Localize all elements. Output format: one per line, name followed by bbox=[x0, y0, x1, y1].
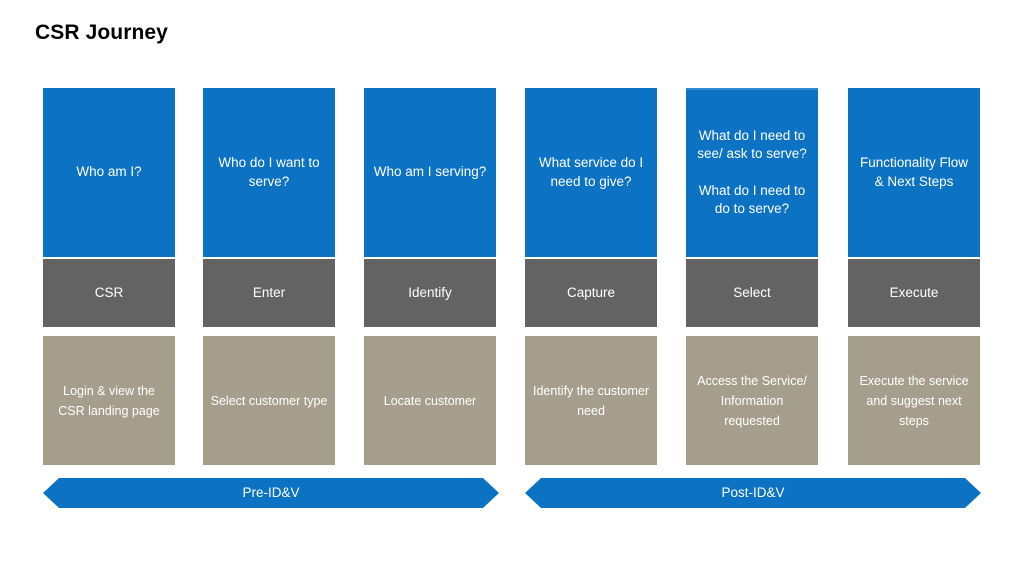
stage-cell: Execute bbox=[848, 259, 980, 327]
description-cell: Identify the customer need bbox=[525, 336, 657, 465]
question-cell: Who am I serving? bbox=[364, 88, 496, 257]
description-cell: Access the Service/ Information requeste… bbox=[686, 336, 818, 465]
question-stack: Who do I want to serve? bbox=[209, 154, 329, 191]
description-cell: Select customer type bbox=[203, 336, 335, 465]
stage-cell: CSR bbox=[43, 259, 175, 327]
journey-column-enter: Who do I want to serve? Enter Select cus… bbox=[203, 88, 335, 465]
question-stack: What do I need to see/ ask to serve? Wha… bbox=[692, 127, 812, 219]
description-cell: Execute the service and suggest next ste… bbox=[848, 336, 980, 465]
journey-column-csr: Who am I? CSR Login & view the CSR landi… bbox=[43, 88, 175, 465]
question-paragraph: What service do I need to give? bbox=[538, 155, 644, 189]
question-cell: Who am I? bbox=[43, 88, 175, 257]
question-paragraph: Functionality Flow & Next Steps bbox=[859, 155, 969, 189]
phase-arrow-post-idv: Post-ID&V bbox=[525, 478, 981, 508]
journey-column-select: What do I need to see/ ask to serve? Wha… bbox=[686, 88, 818, 465]
question-cell: What service do I need to give? bbox=[525, 88, 657, 257]
stage-cell: Enter bbox=[203, 259, 335, 327]
description-cell: Locate customer bbox=[364, 336, 496, 465]
phase-arrow-pre-idv: Pre-ID&V bbox=[43, 478, 499, 508]
question-paragraph: Who do I want to serve? bbox=[218, 155, 320, 189]
stage-cell: Identify bbox=[364, 259, 496, 327]
stage-cell: Capture bbox=[525, 259, 657, 327]
question-paragraph: Who am I? bbox=[76, 164, 142, 180]
question-cell: Functionality Flow & Next Steps bbox=[848, 88, 980, 257]
stage-cell: Select bbox=[686, 259, 818, 327]
question-stack: Who am I serving? bbox=[370, 163, 490, 182]
question-stack: Functionality Flow & Next Steps bbox=[854, 154, 974, 191]
description-cell: Login & view the CSR landing page bbox=[43, 336, 175, 465]
journey-column-identify: Who am I serving? Identify Locate custom… bbox=[364, 88, 496, 465]
journey-column-capture: What service do I need to give? Capture … bbox=[525, 88, 657, 465]
question-paragraph: What do I need to do to serve? bbox=[698, 182, 806, 217]
page-title: CSR Journey bbox=[35, 21, 168, 44]
question-cell: What do I need to see/ ask to serve? Wha… bbox=[686, 88, 818, 257]
journey-column-execute: Functionality Flow & Next Steps Execute … bbox=[848, 88, 980, 465]
question-stack: What service do I need to give? bbox=[531, 154, 651, 191]
question-stack: Who am I? bbox=[49, 163, 169, 182]
question-cell: Who do I want to serve? bbox=[203, 88, 335, 257]
question-paragraph: Who am I serving? bbox=[373, 164, 487, 180]
question-paragraph: What do I need to see/ ask to serve? bbox=[697, 127, 807, 162]
